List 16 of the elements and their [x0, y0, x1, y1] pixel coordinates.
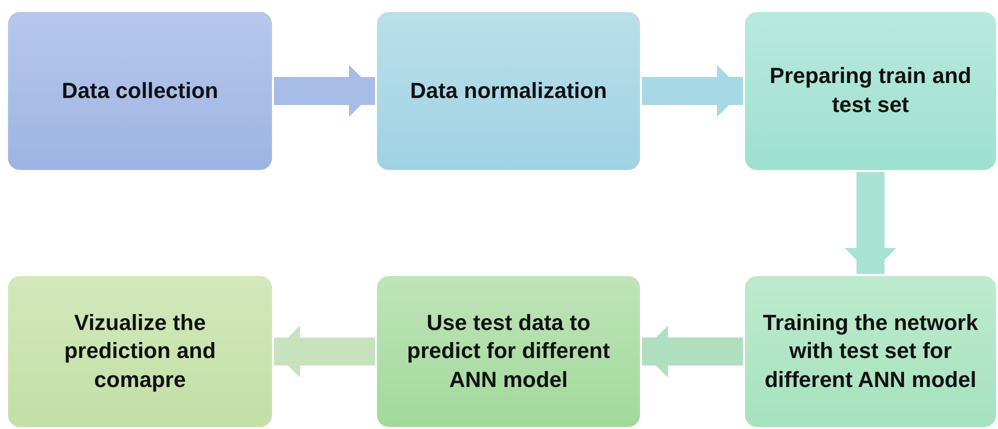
block-arrow — [642, 326, 743, 378]
block-arrow — [274, 65, 375, 117]
process-box — [8, 276, 272, 427]
step-label: Use test data to predict for different ANN model — [406, 308, 611, 394]
step-label: Data normalization — [410, 76, 607, 105]
block-arrow — [844, 172, 896, 274]
process-box — [745, 12, 996, 170]
step-label: Data collection — [62, 76, 218, 105]
step-label: Preparing train and test set — [768, 62, 972, 119]
process-box — [377, 12, 640, 170]
block-arrow — [642, 65, 743, 117]
step-label: Vizualize the prediction and comapre — [63, 308, 217, 394]
process-box — [745, 276, 996, 427]
process-box — [8, 12, 272, 170]
process-box — [377, 276, 640, 427]
step-label: Training the network with test set for different ANN model — [762, 308, 980, 394]
